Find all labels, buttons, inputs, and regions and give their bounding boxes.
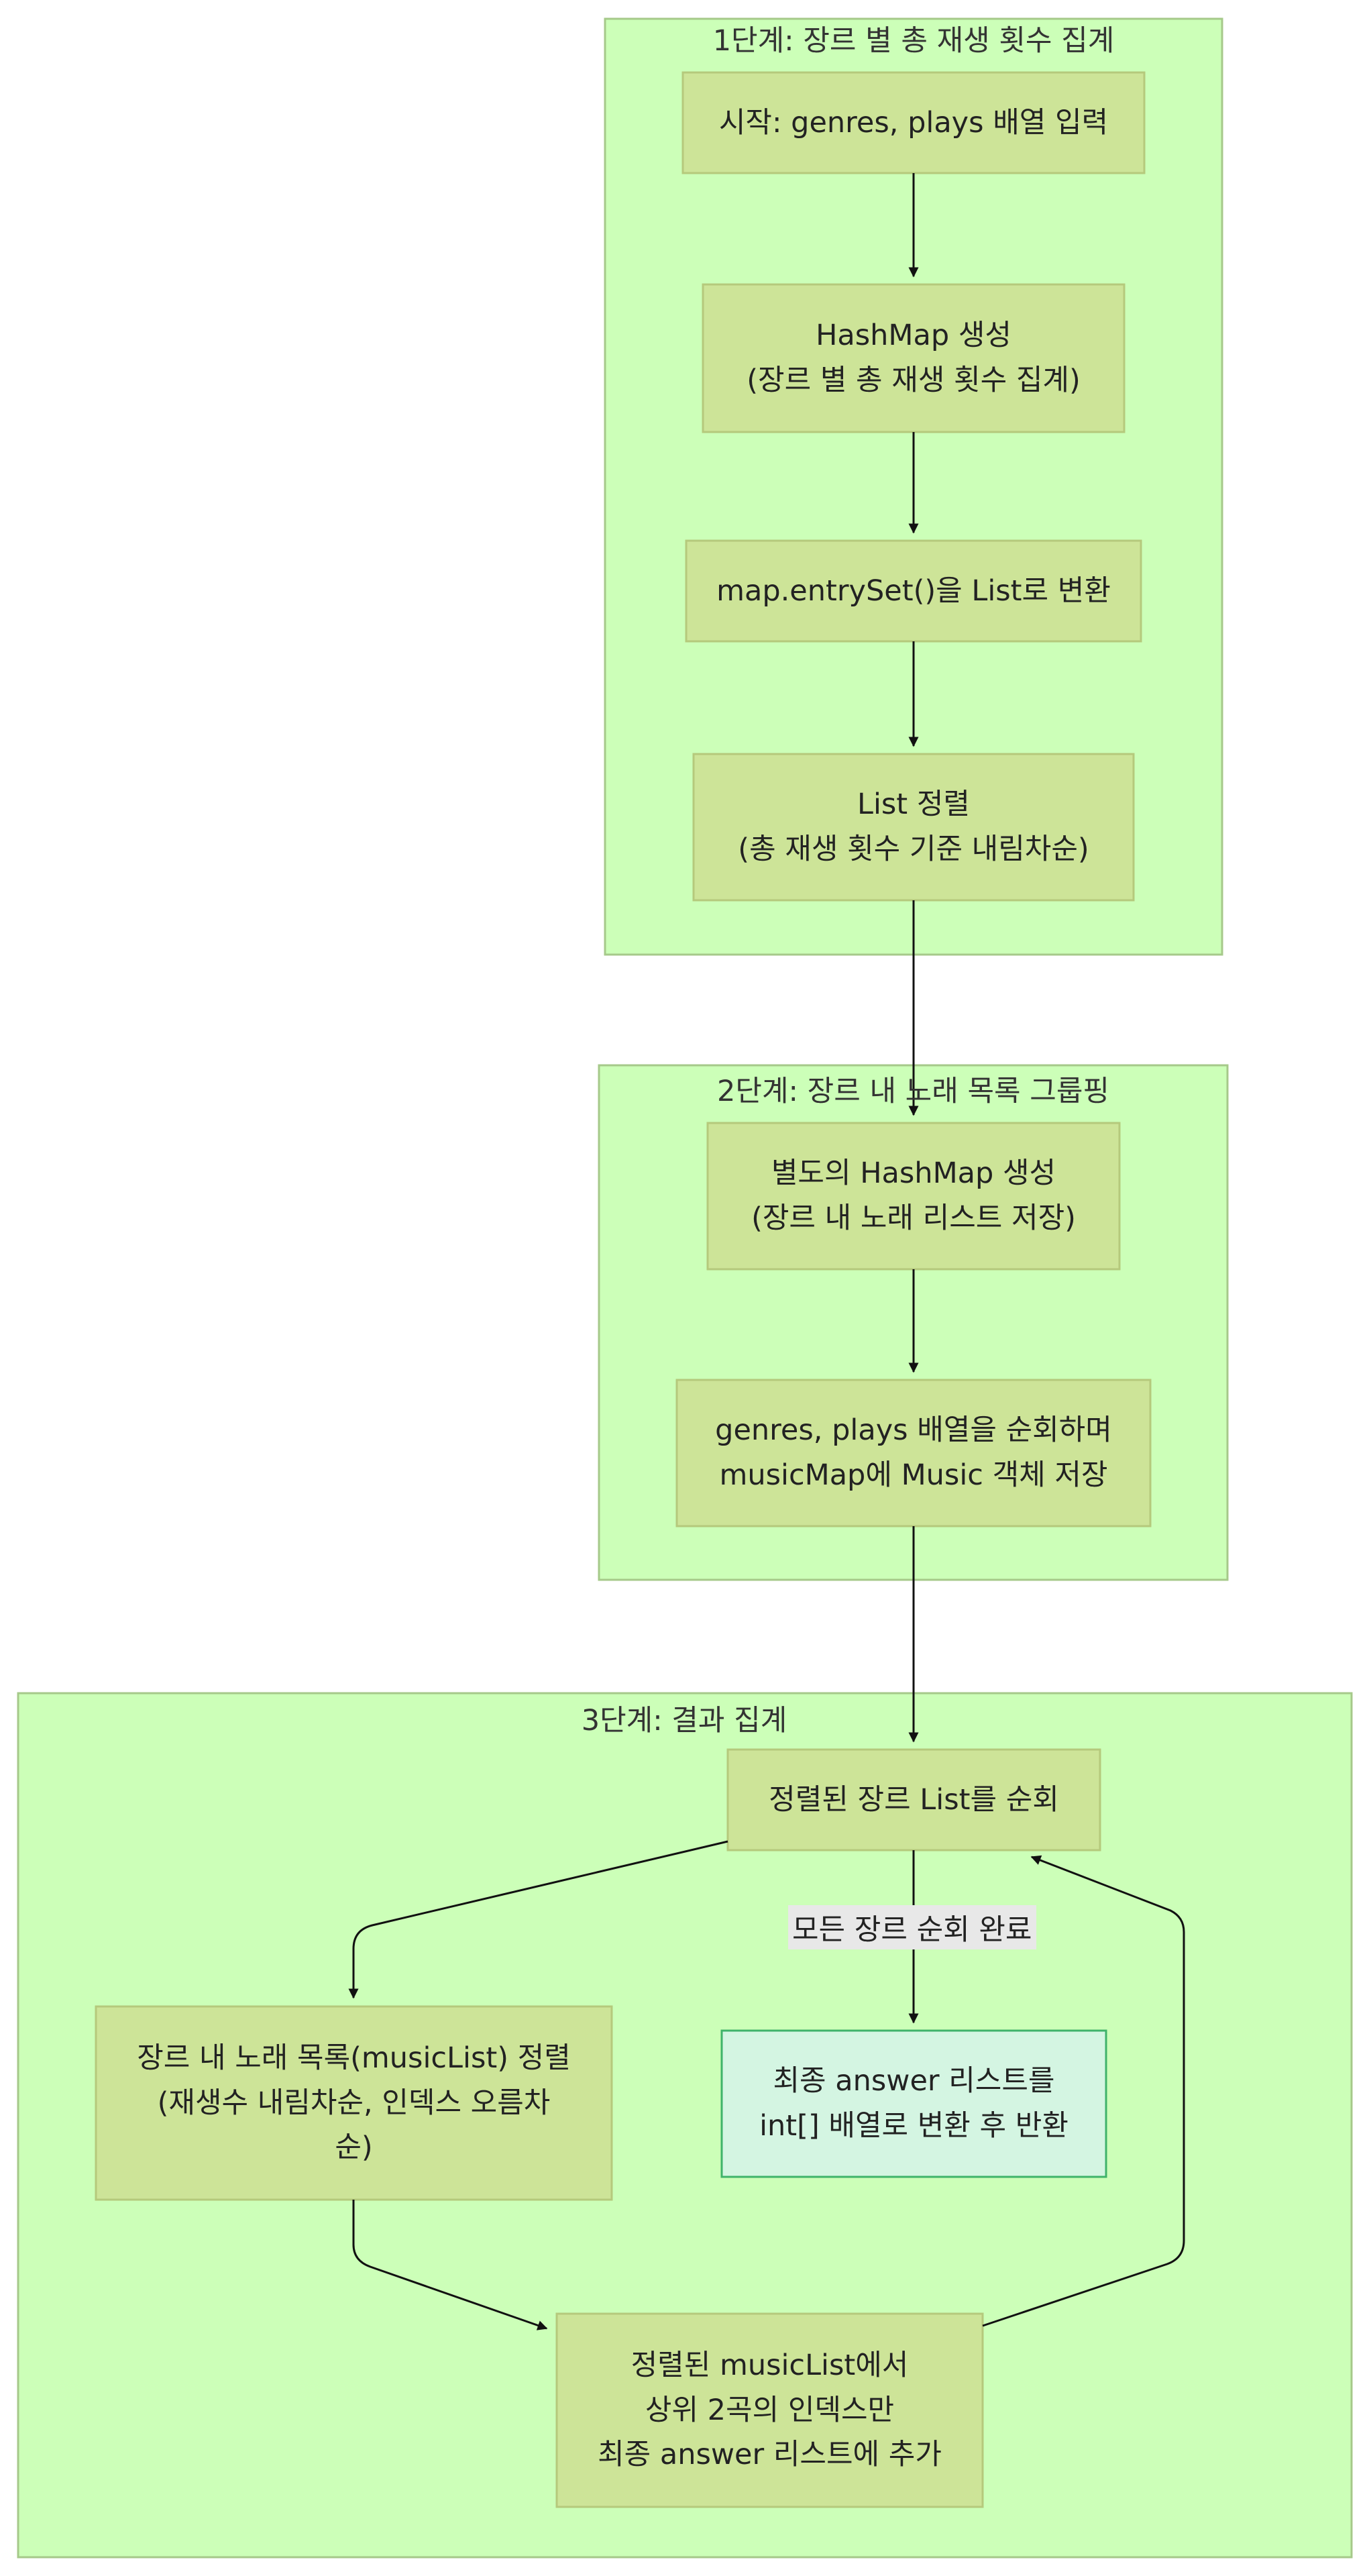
node-loop: 정렬된 장르 List를 순회: [769, 1782, 1059, 1817]
node-sortmusic: 장르 내 노래 목록(musicList) 정렬 (재생수 내림차순, 인덱스 …: [137, 2041, 571, 2165]
node-entryset-box: [685, 539, 1142, 643]
node-final-box: [720, 2029, 1107, 2178]
node-hashmap-box: [702, 283, 1126, 433]
node-musicmap: 별도의 HashMap 생성 (장르 내 노래 리스트 저장): [751, 1157, 1076, 1235]
edge-sortmusic-top2: [352, 2200, 548, 2330]
node-iterate: genres, plays 배열을 순회하며 musicMap에 Music 객…: [715, 1413, 1112, 1492]
node-sortmusic-box: [95, 2005, 613, 2201]
node-start: 시작: genres, plays 배열 입력: [718, 105, 1109, 140]
subgraph-stage1-title: 1단계: 장르 별 총 재생 횟수 집계: [712, 24, 1115, 58]
subgraph-stage2-title: 2단계: 장르 내 노래 목록 그룹핑: [717, 1075, 1109, 1108]
node-loop-box: [726, 1748, 1101, 1851]
node-hashmap: HashMap 생성 (장르 별 총 재생 횟수 집계): [747, 319, 1081, 397]
edge-top2-loop: [982, 1855, 1185, 2327]
subgraph-stage3-title: 3단계: 결과 집계: [581, 1704, 787, 1737]
node-musicmap-box: [706, 1122, 1121, 1271]
node-entryset: map.entrySet()을 List로 변환: [716, 574, 1111, 608]
node-start-box: [681, 71, 1146, 174]
node-sortlist: List 정렬 (총 재생 횟수 기준 내림차순): [738, 788, 1089, 866]
node-final: 최종 answer 리스트를 int[] 배열로 변환 후 반환: [759, 2064, 1069, 2143]
node-top2-box: [555, 2312, 984, 2508]
edge-loop-sortmusic: [348, 1840, 728, 1999]
edge-label-done: 모든 장르 순회 완료: [788, 1905, 1036, 1949]
node-top2: 정렬된 musicList에서 상위 2곡의 인덱스만 최종 answer 리스…: [598, 2349, 942, 2472]
